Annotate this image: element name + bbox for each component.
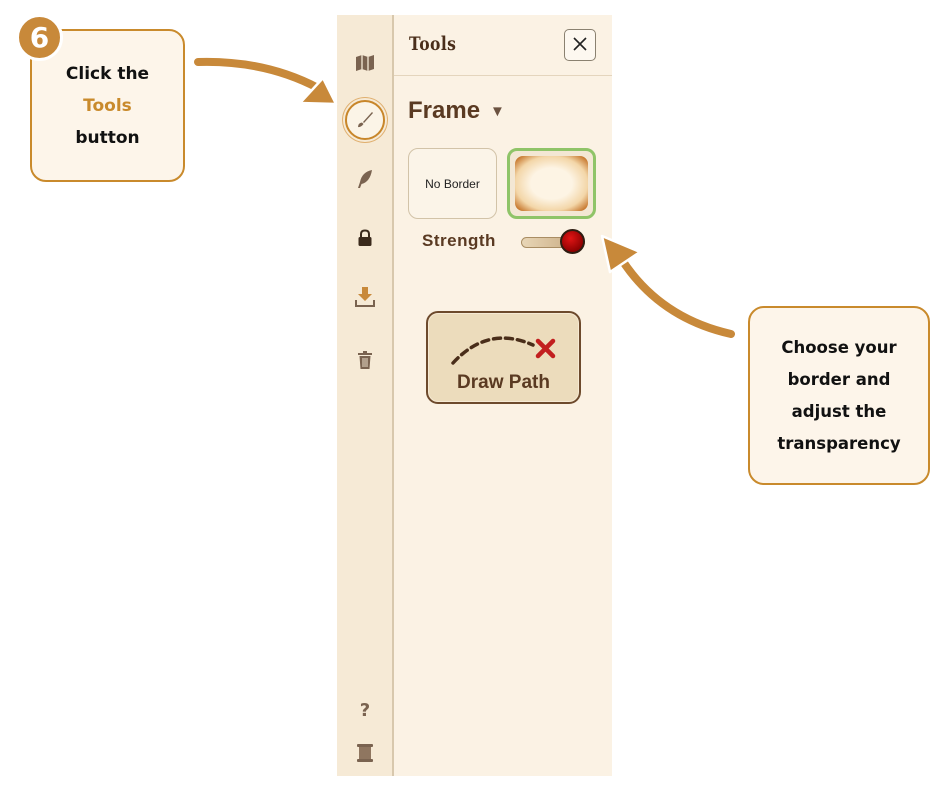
icon-rail: ? (337, 15, 394, 776)
map-button[interactable] (347, 45, 383, 81)
trash-button[interactable] (347, 342, 383, 378)
draw-path-button[interactable]: Draw Path (426, 311, 581, 404)
download-button[interactable] (347, 279, 383, 315)
dotted-path-icon (451, 336, 556, 365)
strength-slider-thumb[interactable] (560, 229, 585, 254)
panel-header: Tools (394, 15, 612, 76)
callout-line: button (75, 127, 140, 148)
help-icon: ? (359, 699, 371, 721)
feather-button[interactable] (347, 161, 383, 197)
caret-down-icon: ▼ (490, 102, 505, 120)
tools-panel: Tools Frame ▼ No Border Strength Draw Pa… (394, 15, 612, 776)
help-button[interactable]: ? (347, 692, 383, 728)
panel-title: Tools (409, 33, 457, 55)
frame-option-burnt-edge[interactable] (507, 148, 596, 219)
callout-line: transparency (777, 433, 901, 453)
callout-tools-instruction: Click the Tools button (30, 29, 185, 182)
scroll-button[interactable] (347, 735, 383, 771)
frame-section-toggle[interactable]: Frame ▼ (408, 97, 505, 125)
frame-section-title: Frame (408, 97, 481, 124)
callout-highlight: Tools (83, 95, 132, 116)
frame-option-no-border[interactable]: No Border (408, 148, 497, 219)
lock-icon (357, 229, 373, 247)
tools-button[interactable] (345, 100, 385, 140)
paintbrush-icon (355, 110, 375, 130)
close-icon (573, 36, 587, 55)
callout-line: Choose your (781, 337, 897, 357)
lock-button[interactable] (347, 220, 383, 256)
trash-icon (357, 350, 373, 370)
callout-line: Click the (65, 63, 150, 84)
draw-path-label: Draw Path (457, 372, 550, 393)
callout-border-instruction: Choose your border and adjust the transp… (748, 306, 930, 485)
scroll-icon (356, 743, 374, 763)
download-icon (354, 286, 376, 308)
frame-option-label: No Border (425, 176, 480, 191)
step-number-badge: 6 (16, 14, 63, 61)
feather-icon (356, 169, 374, 189)
strength-label: Strength (422, 231, 496, 250)
map-icon (355, 54, 375, 72)
callout-line: adjust the (791, 401, 887, 421)
callout-line: border and (787, 369, 891, 389)
frame-preview (515, 156, 588, 211)
close-button[interactable] (564, 29, 596, 61)
